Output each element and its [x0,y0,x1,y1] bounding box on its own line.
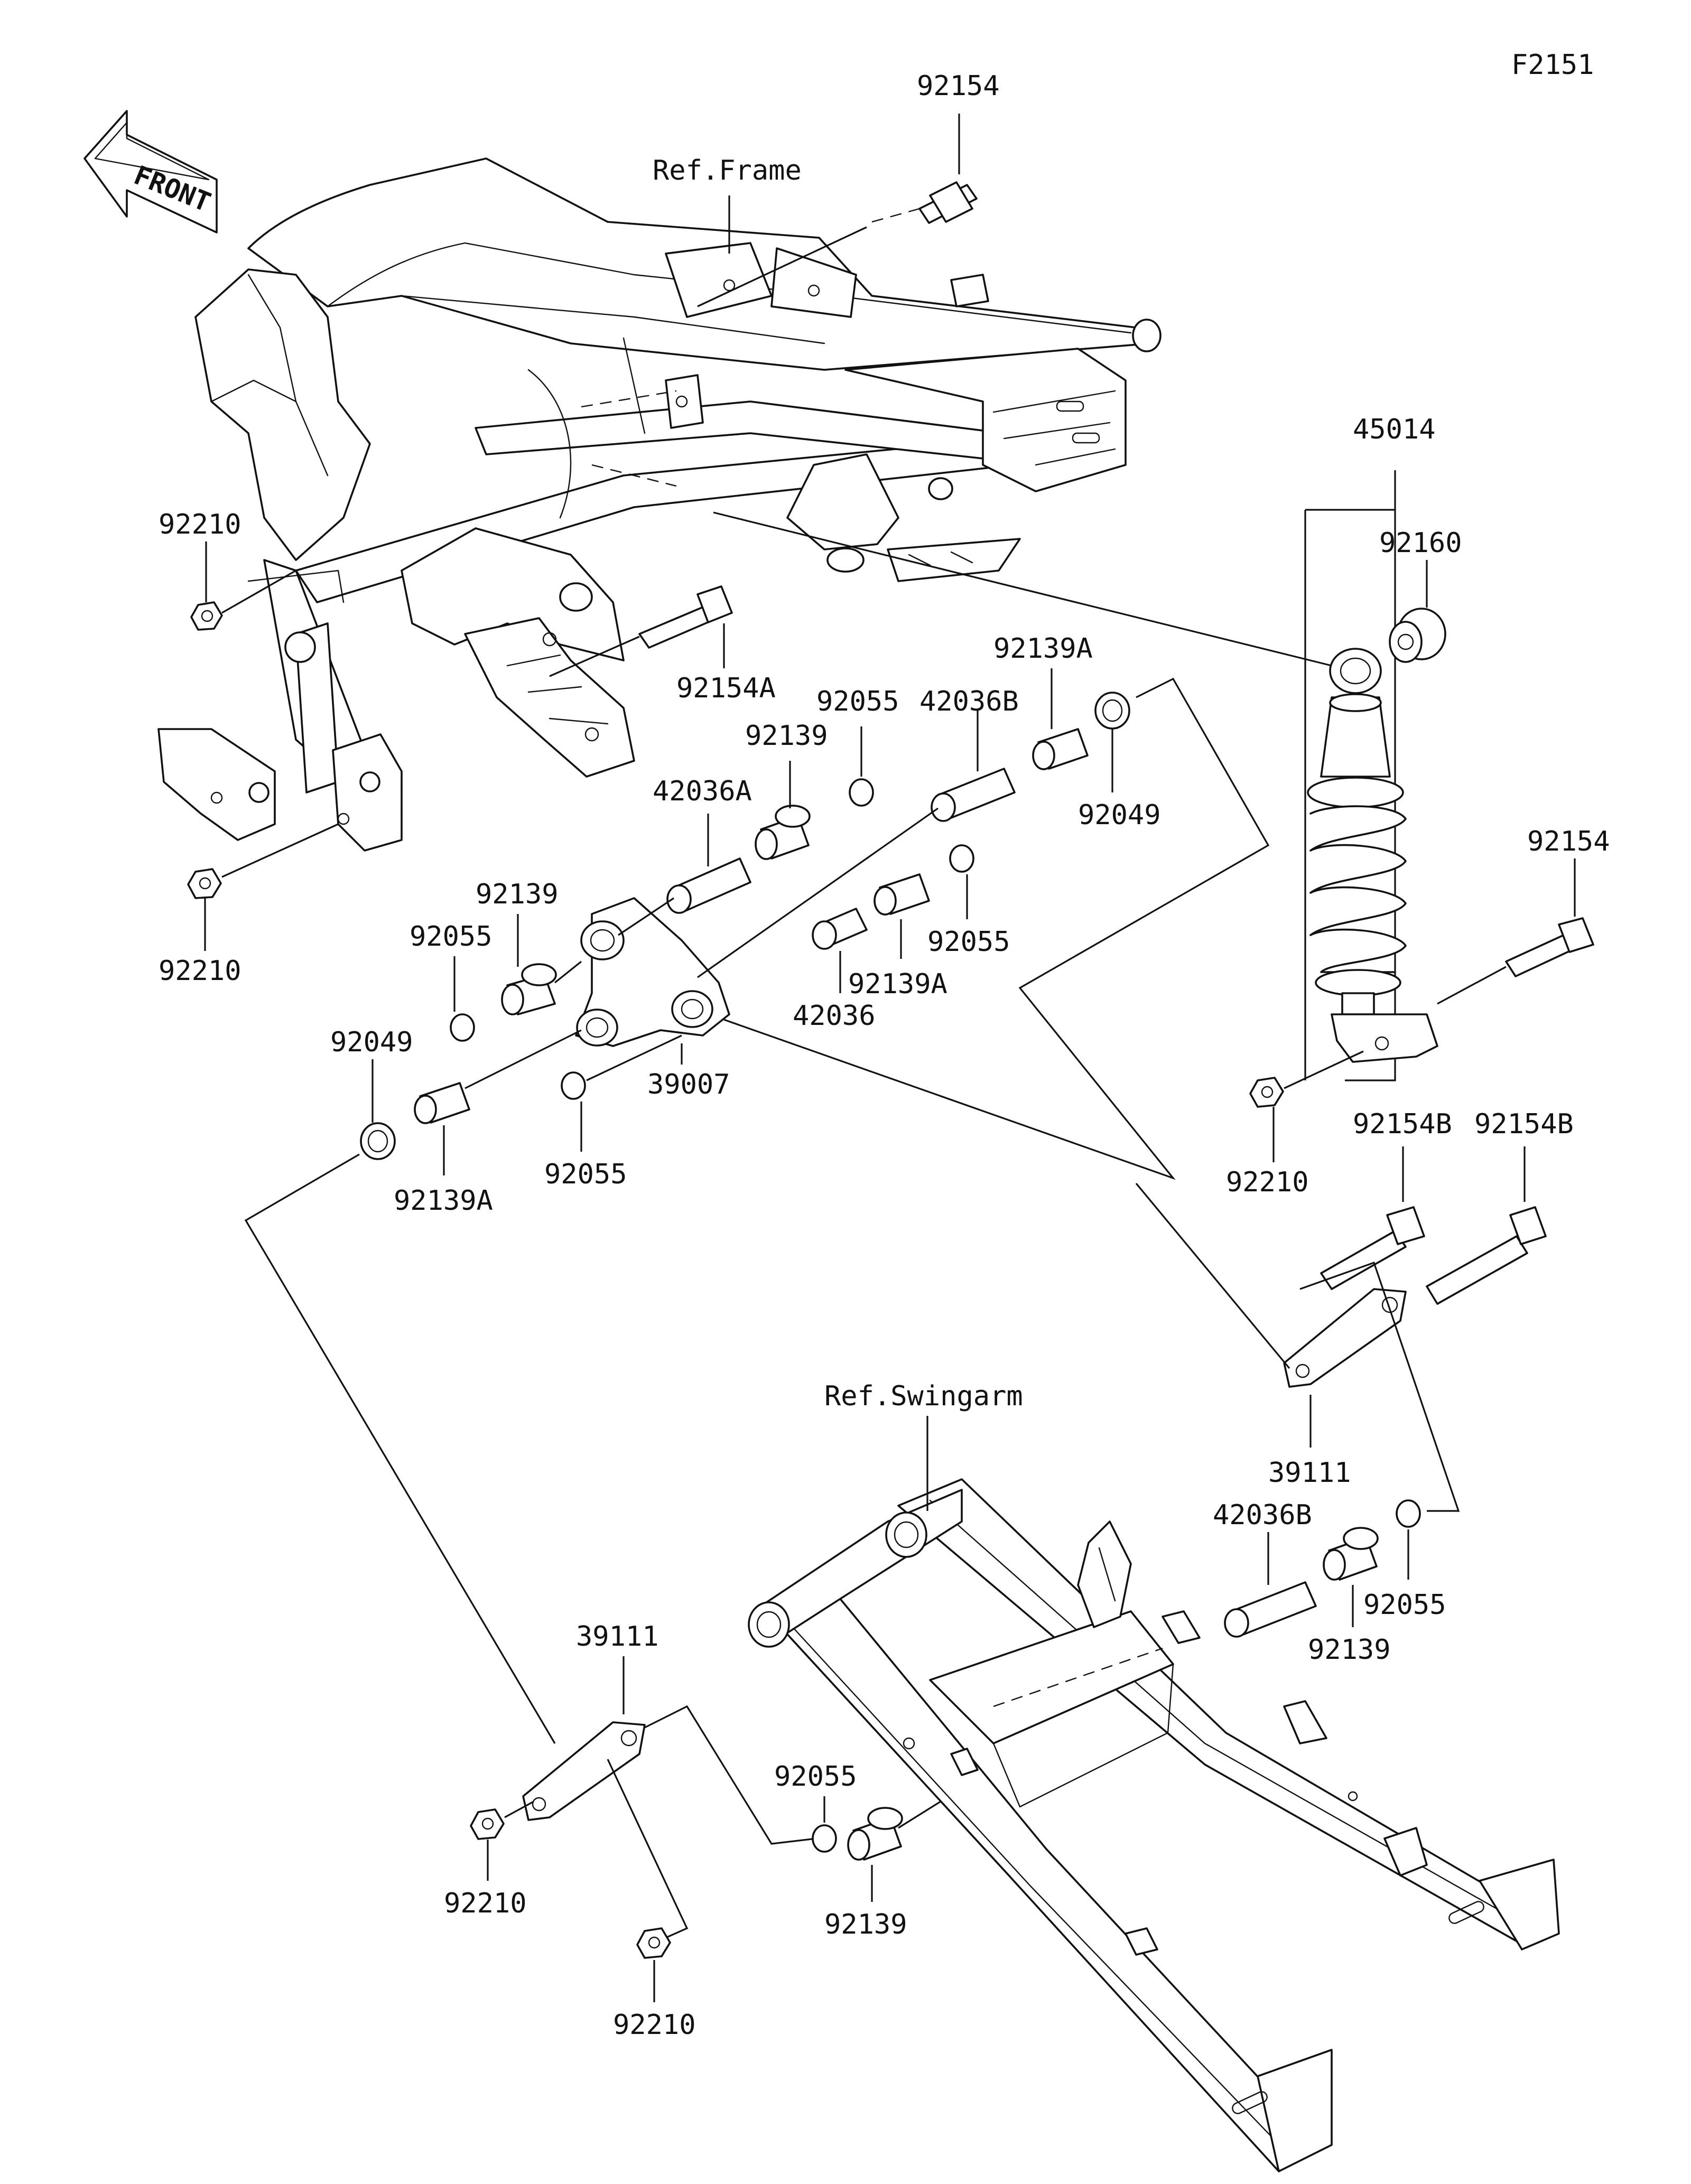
collar-92160 [1389,608,1446,663]
label-92055-e: 92055 [1363,1589,1446,1621]
label-92210-c: 92210 [1226,1166,1309,1198]
label-92154B-a: 92154B [1353,1108,1452,1140]
label-92154A: 92154A [676,673,776,704]
sleeve-42036B-a [931,768,1016,822]
label-92154-top: 92154 [917,70,1000,102]
bushing-92139-c [1323,1527,1379,1581]
label-92210-e: 92210 [613,2009,696,2041]
label-92139A-c: 92139A [394,1185,493,1217]
bushing-92139A-c [414,1082,470,1124]
front-arrow-icon: FRONT [83,110,218,234]
sleeve-42036 [812,908,868,950]
nut-92210-d [470,1808,505,1840]
label-39007: 39007 [647,1069,730,1100]
oring-92055-c [949,844,974,873]
seal-92049-a [1094,692,1130,730]
oring-92055-b [450,1013,475,1042]
label-92139-c: 92139 [1308,1634,1391,1666]
label-92160: 92160 [1379,527,1462,559]
label-92139-d: 92139 [824,1909,907,1940]
label-45014: 45014 [1353,414,1436,445]
sleeve-42036B-b [1224,1581,1317,1638]
label-92139-a: 92139 [745,720,828,752]
label-92139A-b: 92139A [848,968,947,1000]
bushing-92139A-a [1032,728,1089,770]
oring-92055-f [812,1824,837,1853]
label-42036: 42036 [793,1000,876,1032]
label-92210-a: 92210 [159,509,241,540]
ref-swingarm-label: Ref.Swingarm [824,1380,1023,1412]
shock-absorber [1307,648,1438,1063]
bolt-92154A [638,585,733,649]
frame-drawing [157,157,1162,852]
bushing-92139-b [501,963,557,1015]
swingarm-drawing [748,1478,1560,2172]
label-92139A-a: 92139A [993,633,1093,665]
label-92210-d: 92210 [444,1888,527,1919]
label-92049-a: 92049 [1078,799,1161,831]
rocker-arm-39007 [575,897,730,1047]
nut-92210-a [190,601,223,631]
label-92139-b: 92139 [476,879,559,910]
bolt-92154-right [1505,917,1594,977]
bushing-92139-a [755,805,811,860]
label-92055-f: 92055 [774,1761,857,1793]
nut-92210-e [636,1927,671,1959]
bushing-92139A-b [874,873,930,916]
label-92055-a: 92055 [816,686,899,717]
bolt-92154B-b [1426,1206,1547,1305]
label-92055-d: 92055 [544,1159,627,1190]
label-92055-c: 92055 [927,926,1010,958]
tie-rod-39111-b [522,1721,646,1821]
ref-frame-label: Ref.Frame [653,155,802,186]
label-92154-right: 92154 [1527,826,1610,857]
label-92154B-b: 92154B [1474,1108,1574,1140]
label-42036A: 42036A [653,776,752,807]
label-42036B-a: 42036B [919,686,1019,717]
label-39111-a: 39111 [1268,1457,1351,1489]
oring-92055-e [1396,1499,1421,1528]
label-42036B-b: 42036B [1213,1499,1312,1531]
nut-92210-b [187,868,222,899]
bolt-92154-top [871,181,978,224]
label-92055-b: 92055 [410,921,493,953]
figure-code: F2151 [1511,49,1594,81]
tie-rod-39111-a [1283,1288,1407,1388]
label-92049-b: 92049 [330,1026,413,1058]
sleeve-42036A [666,857,751,914]
label-39111-b: 39111 [576,1621,659,1653]
seal-92049-b [360,1122,396,1160]
label-92210-b: 92210 [159,955,241,987]
bushing-92139-d [847,1807,903,1861]
nut-92210-c [1249,1077,1284,1108]
oring-92055-d [561,1071,586,1100]
oring-92055-a [849,778,874,807]
